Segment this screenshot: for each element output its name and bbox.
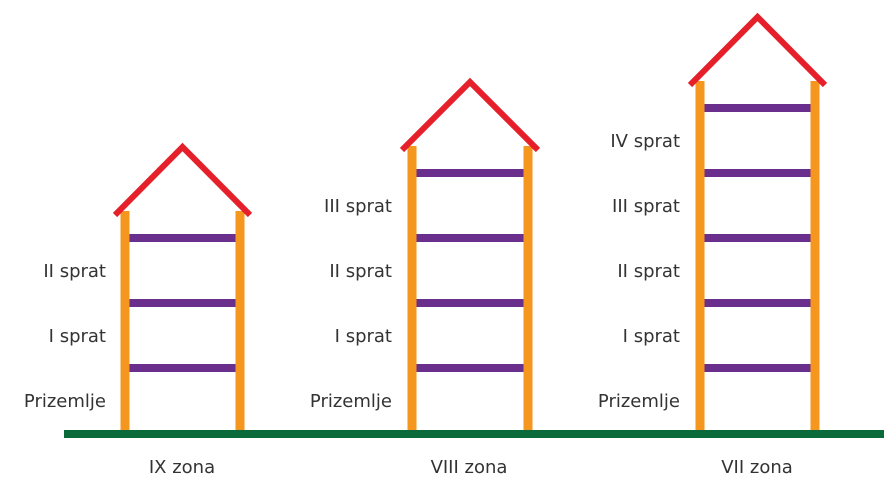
- floor-beam: [412, 364, 528, 372]
- right-pillar: [523, 146, 533, 432]
- floor-label: IV sprat: [610, 131, 680, 152]
- left-pillar: [407, 146, 417, 432]
- right-pillar: [810, 81, 820, 432]
- floor-beam: [700, 169, 815, 177]
- floor-beam: [700, 234, 815, 242]
- floor-beam: [125, 299, 240, 307]
- building-3: [687, 12, 828, 432]
- floor-label: II sprat: [43, 261, 106, 282]
- floor-beam: [700, 364, 815, 372]
- floor-label: III sprat: [612, 196, 680, 217]
- building-2: [399, 77, 541, 432]
- roof: [399, 77, 541, 153]
- zone-label: VIII zona: [431, 457, 508, 477]
- zone-label: IX zona: [149, 457, 215, 477]
- floor-label: I sprat: [335, 326, 392, 347]
- floor-label: Prizemlje: [598, 391, 680, 412]
- floor-label: II sprat: [617, 261, 680, 282]
- floor-beam: [700, 299, 815, 307]
- floor-label: II sprat: [329, 261, 392, 282]
- ground-line: [64, 430, 884, 438]
- roof: [112, 142, 253, 218]
- left-pillar: [120, 211, 130, 432]
- floor-label: Prizemlje: [24, 391, 106, 412]
- right-pillar: [235, 211, 245, 432]
- left-pillar: [695, 81, 705, 432]
- floor-beam: [125, 234, 240, 242]
- floor-label: Prizemlje: [310, 391, 392, 412]
- floor-label: I sprat: [623, 326, 680, 347]
- floor-label: III sprat: [324, 196, 392, 217]
- floor-beam: [700, 104, 815, 112]
- floor-beam: [125, 364, 240, 372]
- buildings-layer: [112, 12, 828, 432]
- zone-label: VII zona: [721, 457, 793, 477]
- floor-beam: [412, 299, 528, 307]
- floor-beam: [412, 169, 528, 177]
- labels-layer: Prizemlje I sprat II sprat IX zona Prizemlje…: [24, 131, 793, 477]
- floor-label: I sprat: [49, 326, 106, 347]
- building-1: [112, 142, 253, 432]
- floor-beam: [412, 234, 528, 242]
- roof: [687, 12, 828, 88]
